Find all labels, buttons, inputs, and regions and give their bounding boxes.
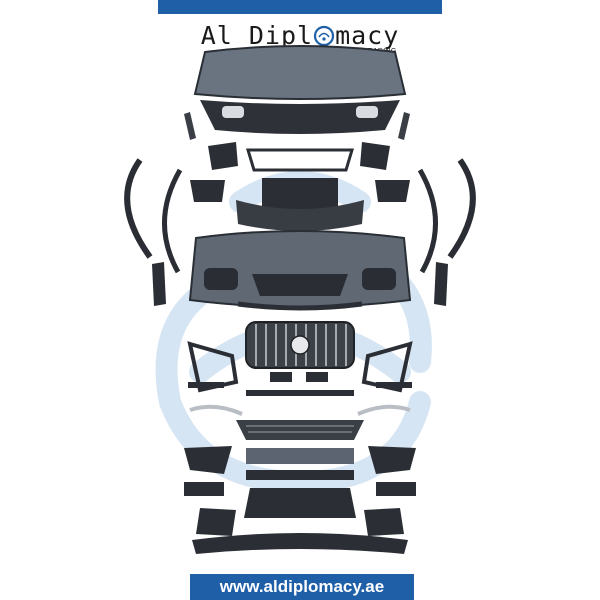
- side-air-duct-right: [434, 262, 448, 306]
- underbody-panel: [192, 533, 408, 554]
- parts-illustration: [0, 42, 600, 572]
- logo-emblem-icon: [313, 25, 335, 47]
- side-air-duct-left: [152, 262, 166, 306]
- rear-diffuser: [200, 100, 400, 134]
- lower-grille: [236, 420, 364, 440]
- website-url[interactable]: www.aldiplomacy.ae: [190, 574, 414, 600]
- fog-lamp-frame-left: [187, 341, 239, 393]
- lip-spoiler: [244, 488, 356, 518]
- front-wheel-arch-left: [124, 158, 153, 259]
- front-wheel-arch-right: [447, 158, 476, 259]
- rear-bumper: [193, 45, 407, 100]
- top-accent-bar: [158, 0, 442, 14]
- fog-lamp-frame-right: [361, 341, 413, 393]
- rear-reflector-left: [184, 112, 196, 140]
- brand-name-right: macy: [335, 21, 400, 50]
- rear-reflector-right: [398, 112, 410, 140]
